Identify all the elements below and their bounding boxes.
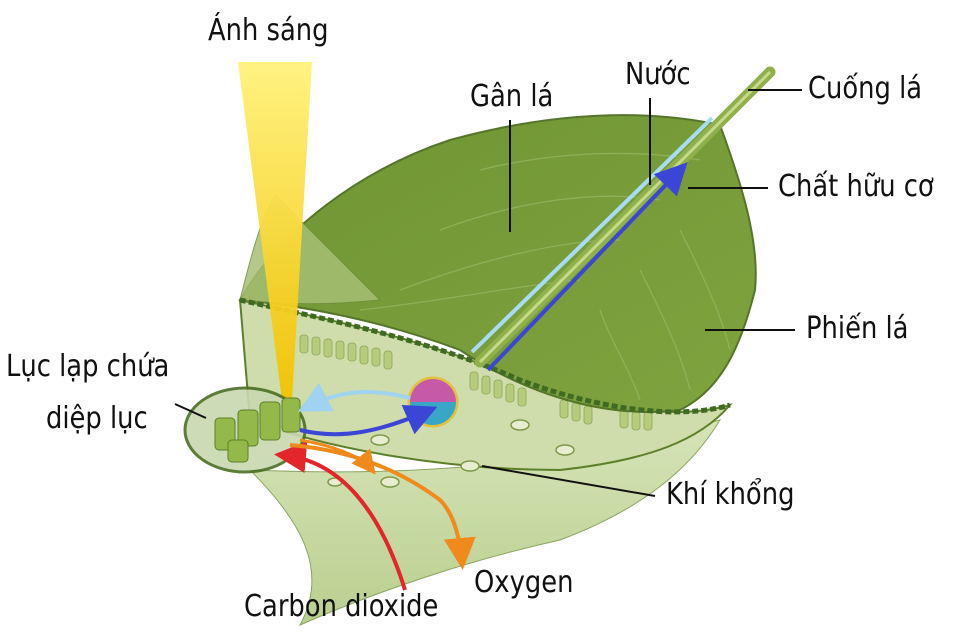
label-organic-matter: Chất hữu cơ [778, 169, 934, 204]
label-petiole: Cuống lá [808, 71, 923, 106]
label-chloroplast-line1: Lục lạp chứa [6, 349, 170, 384]
label-stomata: Khí khổng [666, 477, 795, 512]
chloroplast [183, 386, 307, 474]
organic-to-bundle-arrow [299, 405, 438, 437]
label-light: Ánh sáng [208, 13, 329, 48]
carbon-dioxide-arrow [274, 441, 407, 591]
water-arrow [297, 382, 411, 412]
palisade-cells [299, 334, 653, 431]
label-carbon-dioxide: Carbon dioxide [244, 589, 439, 624]
leaf-blade [238, 114, 757, 413]
label-leaf-blade: Phiến lá [806, 311, 909, 346]
organic-matter-arrow [486, 162, 688, 372]
label-leaf-vein: Gân lá [470, 79, 554, 114]
oxygen-arrow-hole [299, 438, 376, 475]
leader-lines [174, 89, 802, 497]
label-chloroplast-line2: diệp lục [46, 401, 148, 436]
oxygen-arrow-out [289, 443, 476, 570]
water-flow-line [470, 116, 714, 354]
sunlight-beam [238, 62, 312, 400]
vascular-bundle [407, 376, 459, 428]
label-water: Nước [625, 57, 691, 92]
label-oxygen: Oxygen [474, 565, 574, 600]
